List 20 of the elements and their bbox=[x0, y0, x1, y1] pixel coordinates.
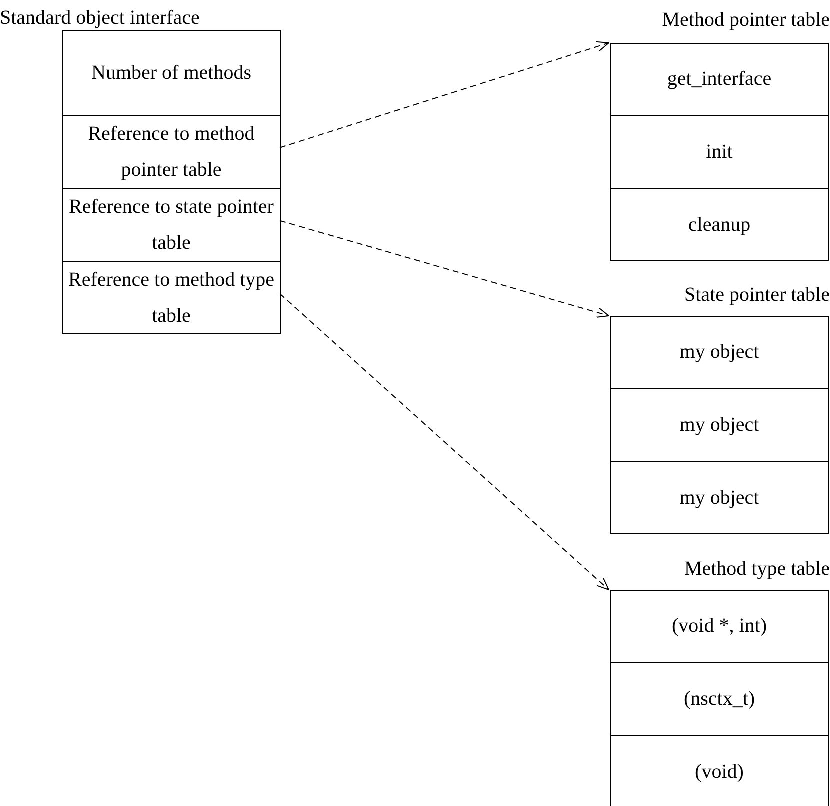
table-cell: (void *, int) bbox=[611, 590, 828, 662]
dashed-arrow bbox=[280, 41, 610, 148]
dashed-arrow bbox=[280, 293, 610, 590]
table-cell: Number of methods bbox=[63, 30, 280, 115]
table-cell: Reference to method pointer table bbox=[63, 115, 280, 188]
table-cell: Reference to state pointer table bbox=[63, 188, 280, 261]
table-cell: init bbox=[611, 115, 828, 188]
table-cell: Reference to method type table bbox=[63, 261, 280, 334]
dashed-arrow bbox=[280, 220, 610, 318]
table-cell: my object bbox=[611, 461, 828, 534]
table-cell: cleanup bbox=[611, 188, 828, 261]
table-title: Method type table bbox=[684, 557, 830, 581]
table-cell: my object bbox=[611, 388, 828, 461]
table-title: Standard object interface bbox=[0, 6, 200, 30]
table-cell: my object bbox=[611, 316, 828, 388]
table-title: State pointer table bbox=[684, 283, 830, 307]
table-title: Method pointer table bbox=[662, 8, 830, 32]
table-cell: (nsctx_t) bbox=[611, 662, 828, 735]
table-cell: (void) bbox=[611, 735, 828, 806]
table-cell: get_interface bbox=[611, 43, 828, 115]
